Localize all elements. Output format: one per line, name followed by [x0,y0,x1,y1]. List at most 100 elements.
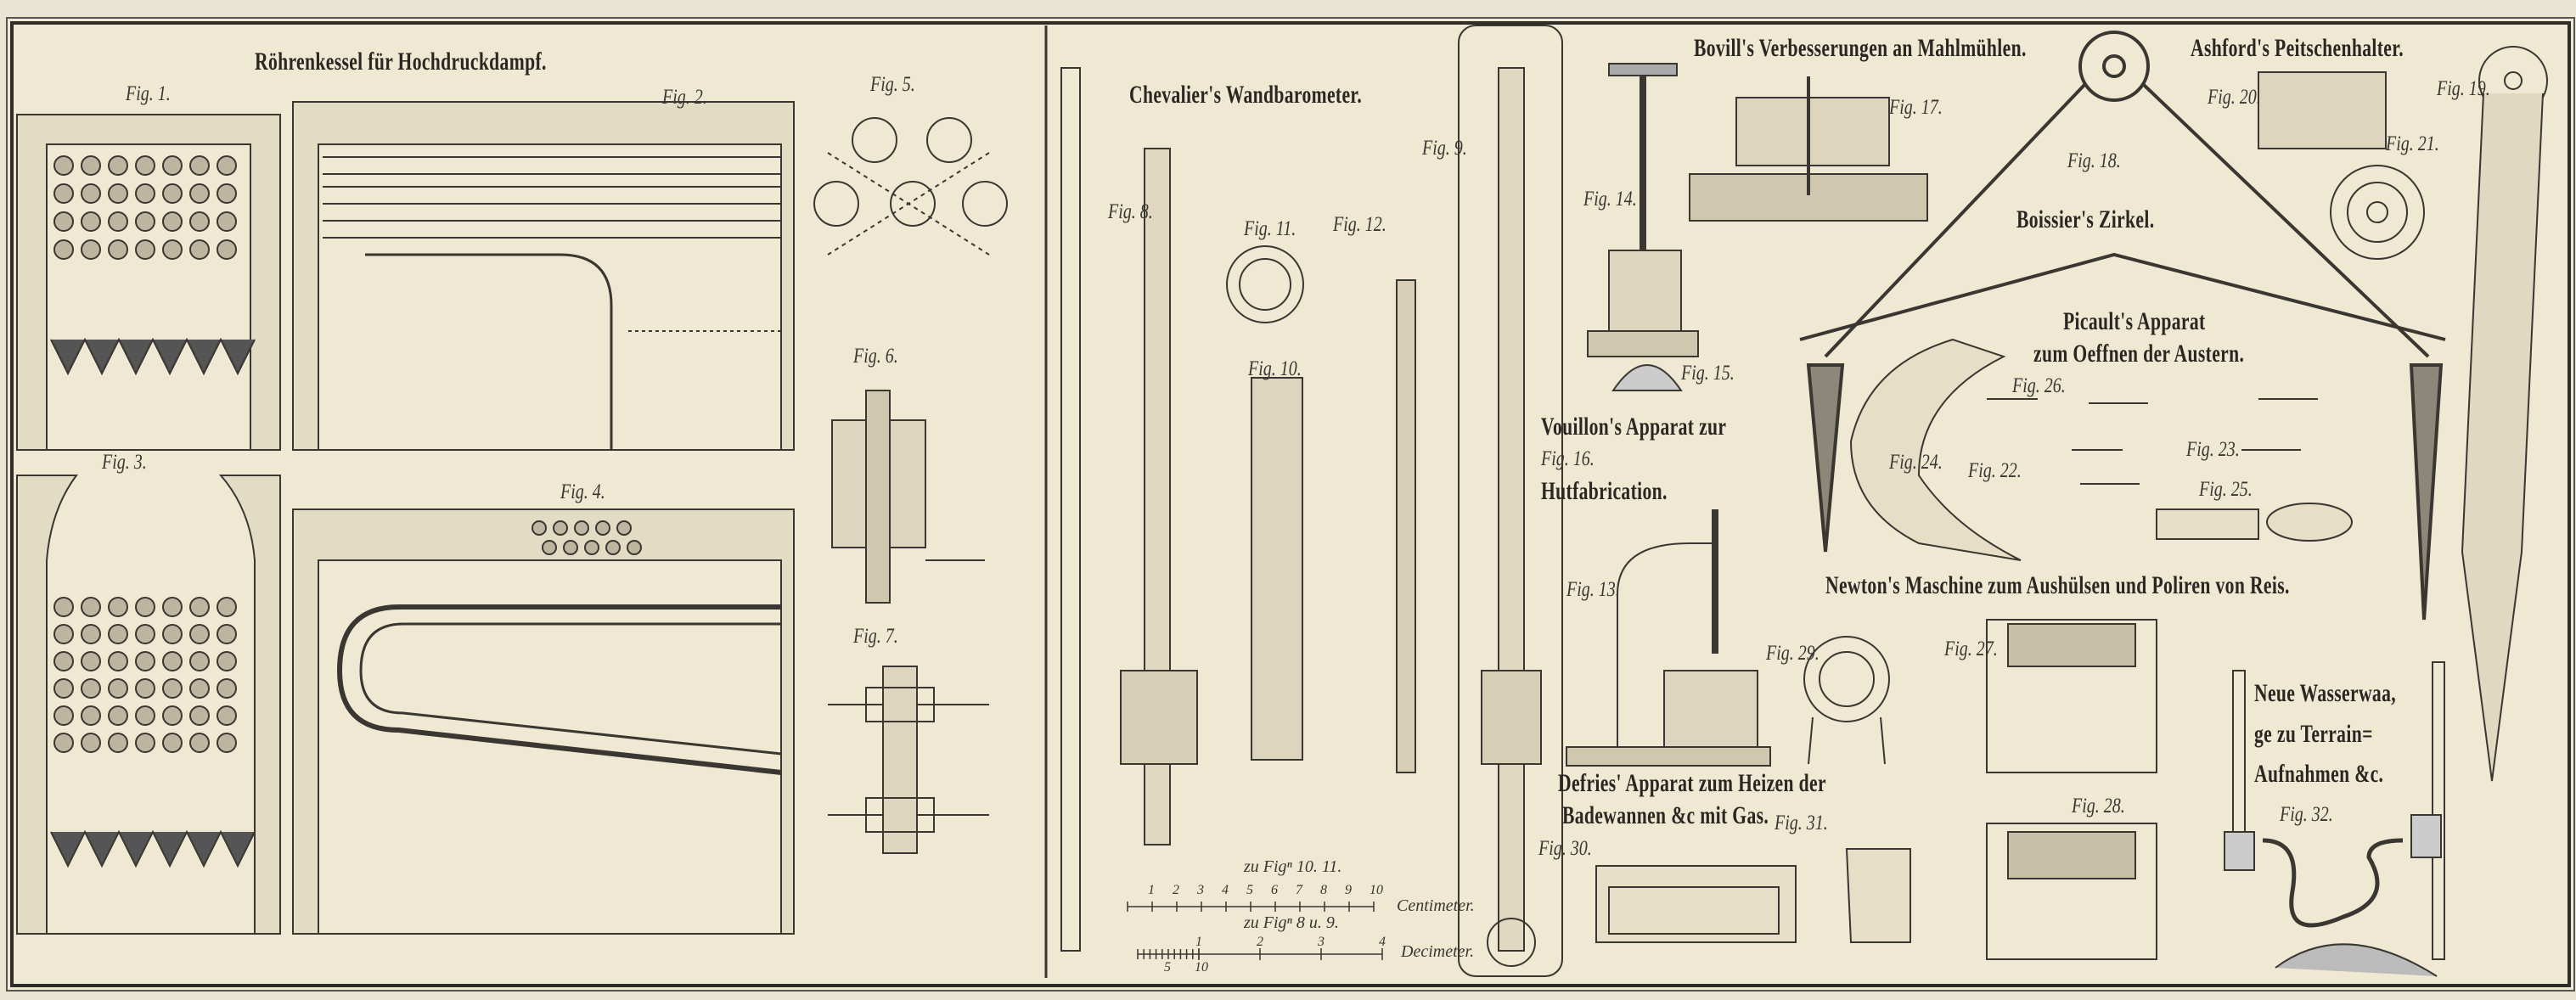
tube-circle [189,183,210,204]
tube-circle [53,239,74,260]
title-whip-holder: Ashford's Peitschenhalter. [2191,34,2404,62]
tube-circle [81,705,101,726]
tube-circle [162,597,183,617]
tube-circle [135,624,155,644]
fig-label: Fig. 17. [1889,96,1943,119]
tube-circle [81,239,101,260]
title-bath-1: Defries' Apparat zum Heizen der [1558,769,1826,797]
tube-circle [189,239,210,260]
scale-tick-label: 5 [1246,883,1253,897]
fig4-u-tube-drawing [292,508,795,935]
scale-tick-label: 1 [1148,883,1155,897]
centimeter-scale-unit: Centimeter. [1397,896,1475,915]
tube-circle [627,540,642,555]
fig-label: Fig. 28. [2072,795,2125,817]
fig1-boiler-drawing [16,114,281,451]
tube-circle [217,155,237,176]
title-level-3: Aufnahmen &c. [2254,760,2384,788]
tube-circle [108,733,128,753]
tube-circle [563,540,578,555]
fig-label: Fig. 31. [1775,812,1828,834]
barometer-fig9-frame [1458,25,1563,977]
fig-label: Fig. 7. [853,625,898,648]
fig-label: Fig. 26. [2012,374,2066,397]
title-level-1: Neue Wasserwaa, [2254,679,2396,707]
tube-circle [53,624,74,644]
tube-circle [53,705,74,726]
fig-label: Fig. 22. [1968,459,2022,482]
fig-label: Fig. 11. [1244,217,1296,240]
tube-circle [162,183,183,204]
fig-label: Fig. 13. [1566,578,1620,601]
tube-circle [108,678,128,699]
fig-label: Fig. 2. [662,86,707,109]
tube-circle [135,211,155,232]
tube-circle [108,155,128,176]
tube-circle [135,597,155,617]
tube-circle [108,651,128,671]
tube-circle [189,597,210,617]
tube-circle [217,183,237,204]
tube-circle [189,733,210,753]
tube-circle [189,624,210,644]
scale-tick-label: 3 [1318,935,1325,949]
fig-label: Fig. 27. [1944,638,1998,660]
fig-label: Fig. 16. [1541,447,1595,470]
title-hat-2: Hutfabrication. [1541,477,1668,505]
tube-circle [108,239,128,260]
scale-tick-label: 5 [1164,960,1171,975]
tube-circle [616,520,632,536]
barometer-drawings [1060,67,1542,967]
title-oyster-2: zum Oeffnen der Austern. [2033,340,2245,368]
fig-label: Fig. 24. [1889,451,1943,474]
fig-label: Fig. 32. [2280,803,2333,826]
fig-label: Fig. 12. [1333,213,1386,236]
fig-label: Fig. 21. [2386,132,2439,155]
fig2-boiler-tubes-drawing [292,101,795,451]
tube-circle [81,678,101,699]
fig14-mill-spindle-drawing [1587,63,1699,391]
fig-label: Fig. 6. [853,345,898,368]
tube-circle [189,155,210,176]
scale-tick-label: 9 [1345,883,1352,897]
tube-circle [162,155,183,176]
tube-circle [135,155,155,176]
tube-circle [53,597,74,617]
fig-label: Fig. 3. [102,451,147,474]
tube-circle [135,733,155,753]
tube-circle [135,705,155,726]
fig13-hat-apparatus-drawing [1566,509,1771,767]
title-barometer: Chevalier's Wandbarometer. [1129,81,1363,109]
scale-tick-label: 6 [1271,883,1278,897]
tube-circle [162,651,183,671]
scale-tick-label: 7 [1296,883,1302,897]
scale-tick-label: 1 [1195,935,1202,949]
title-hat-1: Vouillon's Apparat zur [1541,413,1727,441]
tube-circle [81,183,101,204]
fig-label: Fig. 1. [126,82,171,105]
tube-circle [217,678,237,699]
tube-circle [135,651,155,671]
fig-label: Fig. 29. [1766,642,1820,665]
tube-circle [162,678,183,699]
fig21-ring-drawing [2330,165,2425,260]
fig-label: Fig. 25. [2199,478,2253,501]
centimeter-scale-caption: zu Figⁿ 10. 11. [1244,857,1342,876]
fig7-bolt-drawing [828,666,989,854]
tube-circle [162,211,183,232]
fig-label: Fig. 4. [560,480,605,503]
fig-label: Fig. 10. [1248,357,1302,380]
tube-circle [532,520,547,536]
decimeter-scale-unit: Decimeter. [1401,942,1475,961]
tube-circle [553,520,568,536]
title-boiler: Röhrenkessel für Hochdruckdampf. [255,48,547,76]
tube-circle [81,597,101,617]
bath-heater-drawings [1595,848,1911,943]
fig-label: Fig. 5. [870,73,915,96]
title-oyster-1: Picault's Apparat [2063,307,2206,335]
tube-circle [542,540,557,555]
tube-circle [217,733,237,753]
scale-tick-label: 2 [1173,883,1179,897]
title-bath-2: Badewannen &c mit Gas. [1562,801,1769,829]
scale-tick-label: 2 [1257,935,1263,949]
